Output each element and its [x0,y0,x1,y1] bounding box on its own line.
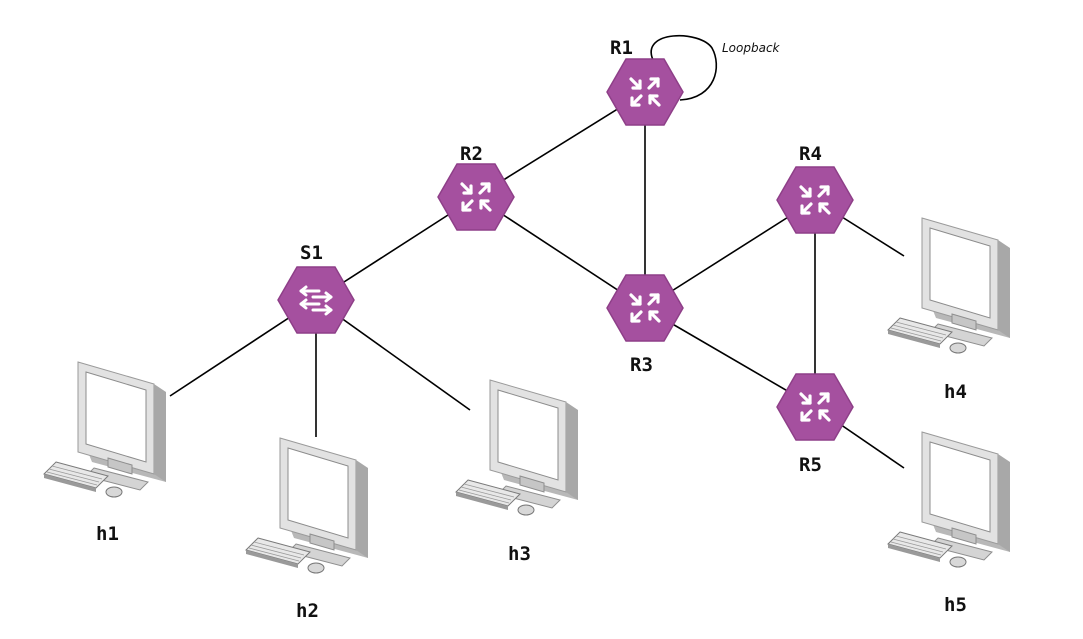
desktop-computer-icon [887,431,1011,568]
router-r5-label: R5 [799,454,822,476]
host-h1[interactable] [43,361,167,498]
router-r2[interactable] [437,163,515,231]
host-h2-label: h2 [296,600,319,622]
router-r1-label: R1 [610,37,633,59]
desktop-computer-icon [455,379,579,516]
loopback-label: Loopback [722,41,781,55]
router-r4-label: R4 [799,143,822,165]
router-r4[interactable] [776,166,854,234]
host-h5[interactable] [887,431,1011,568]
desktop-computer-icon [43,361,167,498]
desktop-computer-icon [887,217,1011,354]
host-h5-label: h5 [944,594,967,616]
host-h4[interactable] [887,217,1011,354]
loopback-link [650,34,718,101]
host-h3-label: h3 [508,543,531,565]
router-r3-label: R3 [630,354,653,376]
switch-s1-label: S1 [300,242,323,264]
host-h3[interactable] [455,379,579,516]
router-r1[interactable] [606,58,684,126]
router-r2-label: R2 [460,143,483,165]
router-r3[interactable] [606,274,684,342]
desktop-computer-icon [245,437,369,574]
host-h1-label: h1 [96,523,119,545]
switch-s1[interactable] [277,266,355,334]
host-h2[interactable] [245,437,369,574]
router-r5[interactable] [776,373,854,441]
host-h4-label: h4 [944,381,967,403]
